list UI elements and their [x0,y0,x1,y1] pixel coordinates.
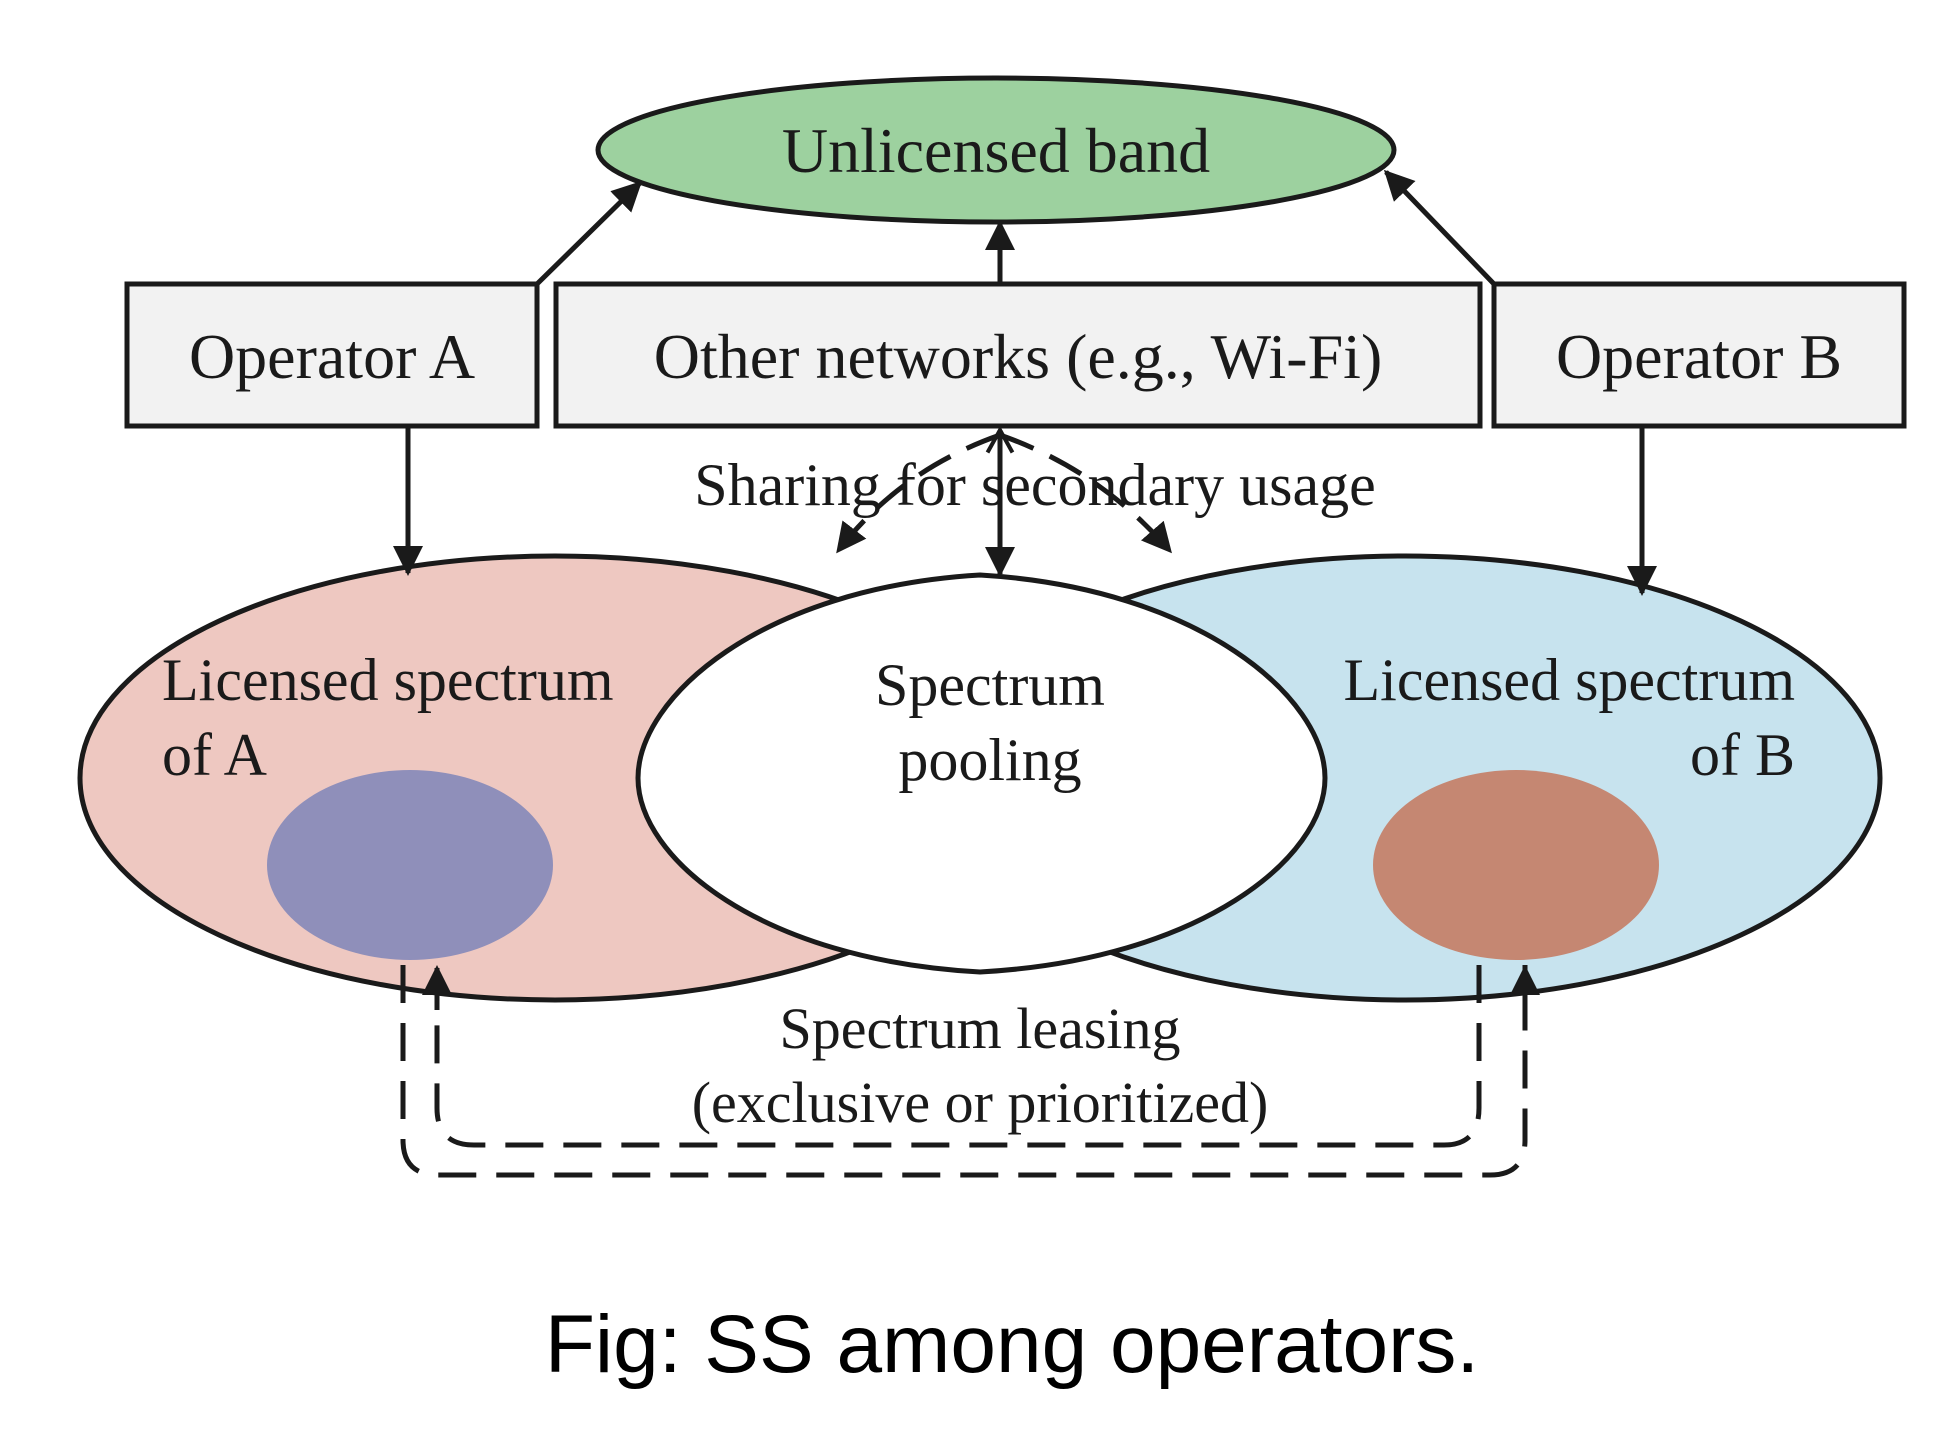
pooling-label-line1: Spectrum [875,652,1105,718]
operator-b-leased-blob [1373,770,1659,960]
arrow-operator-b-to-unlicensed [1383,169,1496,286]
licensed-b-label-line2: of B [1690,722,1795,788]
licensed-b-label-line1: Licensed spectrum [1344,647,1796,713]
operator-b-label: Operator B [1556,321,1842,392]
leasing-label-line1: Spectrum leasing [779,996,1180,1061]
leasing-loop-outer [400,965,1528,1178]
operator-a-box [124,281,540,429]
figure-caption: Fig: SS among operators. [545,1299,1479,1390]
operator-a-leased-blob [267,770,553,960]
sharing-label: Sharing for secondary usage [694,452,1375,518]
licensed-a-label-line1: Licensed spectrum [162,647,614,713]
arrow-sharing-left [836,432,1001,554]
unlicensed-band-label: Unlicensed band [782,115,1210,186]
other-networks-label: Other networks (e.g., Wi-Fi) [654,321,1383,392]
licensed-a-label-line2: of A [162,722,267,788]
other-networks-box [553,281,1483,429]
arrow-operator-a-to-unlicensed [535,180,643,286]
operator-b-box [1491,281,1907,429]
pooling-label-line2: pooling [898,727,1081,793]
leasing-label-line2: (exclusive or prioritized) [692,1070,1269,1135]
operator-a-label: Operator A [189,321,475,392]
spectrum-pooling-region [635,572,1328,975]
arrow-sharing-right [999,432,1172,554]
